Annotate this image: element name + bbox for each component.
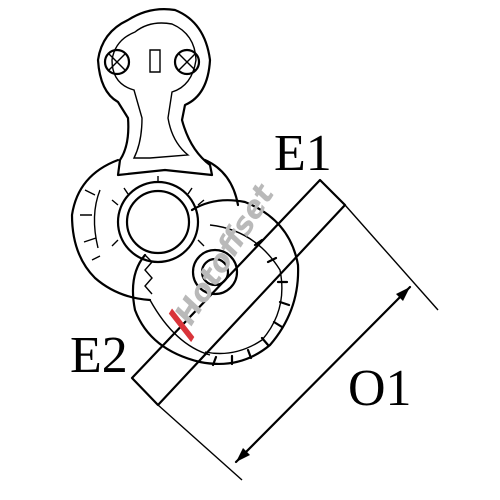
label-o1: O1 <box>348 360 412 417</box>
watermark: Hotoffset <box>168 177 283 343</box>
dimension-o1 <box>157 204 439 481</box>
mounting-bracket <box>96 8 214 177</box>
bolt-hole-left-icon <box>103 48 131 76</box>
pinion-gear <box>131 199 300 367</box>
bolt-hole-right-icon <box>173 48 201 76</box>
label-e1: E1 <box>274 125 332 182</box>
label-e2: E2 <box>70 327 128 384</box>
watermark-accent <box>168 308 195 343</box>
